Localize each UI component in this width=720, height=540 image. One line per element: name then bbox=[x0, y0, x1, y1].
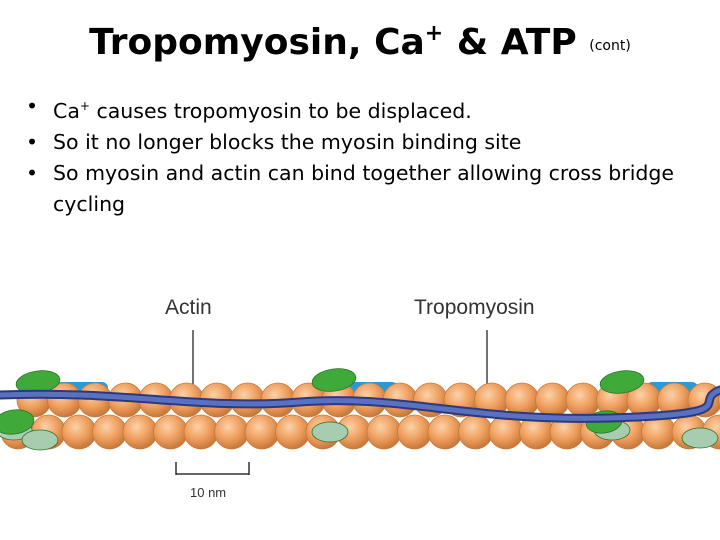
bullet-list: • Ca+ causes tropomyosin to be displaced… bbox=[26, 91, 686, 220]
thin-filament-diagram: Actin Tropomyosin 10 nm bbox=[0, 294, 720, 500]
actin-monomer bbox=[275, 414, 310, 450]
troponin-complex bbox=[599, 370, 645, 394]
actin-monomer bbox=[92, 414, 127, 450]
actin-monomer bbox=[122, 414, 158, 450]
actin-monomer bbox=[397, 414, 432, 450]
scale-label: 10 nm bbox=[190, 485, 226, 500]
actin-label: Actin bbox=[165, 296, 212, 319]
actin-monomer bbox=[458, 414, 493, 450]
troponin-complex bbox=[0, 409, 35, 435]
troponin-shadow bbox=[21, 429, 59, 451]
bullet-item: • So myosin and actin can bind together … bbox=[26, 158, 686, 220]
slide-title: Tropomyosin, Ca+ & ATP (cont) bbox=[0, 10, 720, 70]
tropomyosin-label: Tropomyosin bbox=[414, 296, 535, 319]
title-superscript: + bbox=[424, 21, 444, 46]
bullet-pre: Ca bbox=[53, 99, 80, 123]
troponin-shadow bbox=[311, 421, 349, 443]
title-rest: & ATP bbox=[444, 22, 590, 63]
actin-monomer bbox=[244, 414, 280, 450]
bullet-item: • Ca+ causes tropomyosin to be displaced… bbox=[26, 91, 686, 127]
actin-monomer bbox=[183, 414, 219, 450]
bullet-text: So myosin and actin can bind together al… bbox=[53, 161, 675, 216]
troponin-shadow bbox=[681, 427, 719, 449]
title-note: (cont) bbox=[589, 38, 631, 54]
actin-monomer bbox=[61, 414, 97, 450]
bullet-item: • So it no longer blocks the myosin bind… bbox=[26, 127, 686, 158]
bullet-dot: • bbox=[26, 161, 39, 185]
actin-monomer bbox=[535, 382, 570, 418]
bullet-text: causes tropomyosin to be displaced. bbox=[89, 99, 472, 123]
bullet-superscript: + bbox=[79, 99, 90, 113]
actin-monomer bbox=[427, 414, 463, 450]
actin-monomer bbox=[565, 382, 601, 418]
bullet-text: So it no longer blocks the myosin bindin… bbox=[53, 130, 522, 154]
blank-overlay bbox=[291, 294, 384, 366]
bullet-dot: • bbox=[26, 94, 39, 118]
troponin-complex bbox=[311, 368, 357, 392]
actin-monomer bbox=[153, 414, 188, 450]
bullet-dot: • bbox=[26, 130, 39, 154]
scale-bar bbox=[175, 462, 250, 475]
actin-monomer bbox=[214, 414, 249, 450]
title-main: Tropomyosin, Ca bbox=[89, 22, 425, 63]
actin-monomer bbox=[366, 414, 402, 450]
tropomyosin-strand-highlight bbox=[0, 387, 720, 421]
